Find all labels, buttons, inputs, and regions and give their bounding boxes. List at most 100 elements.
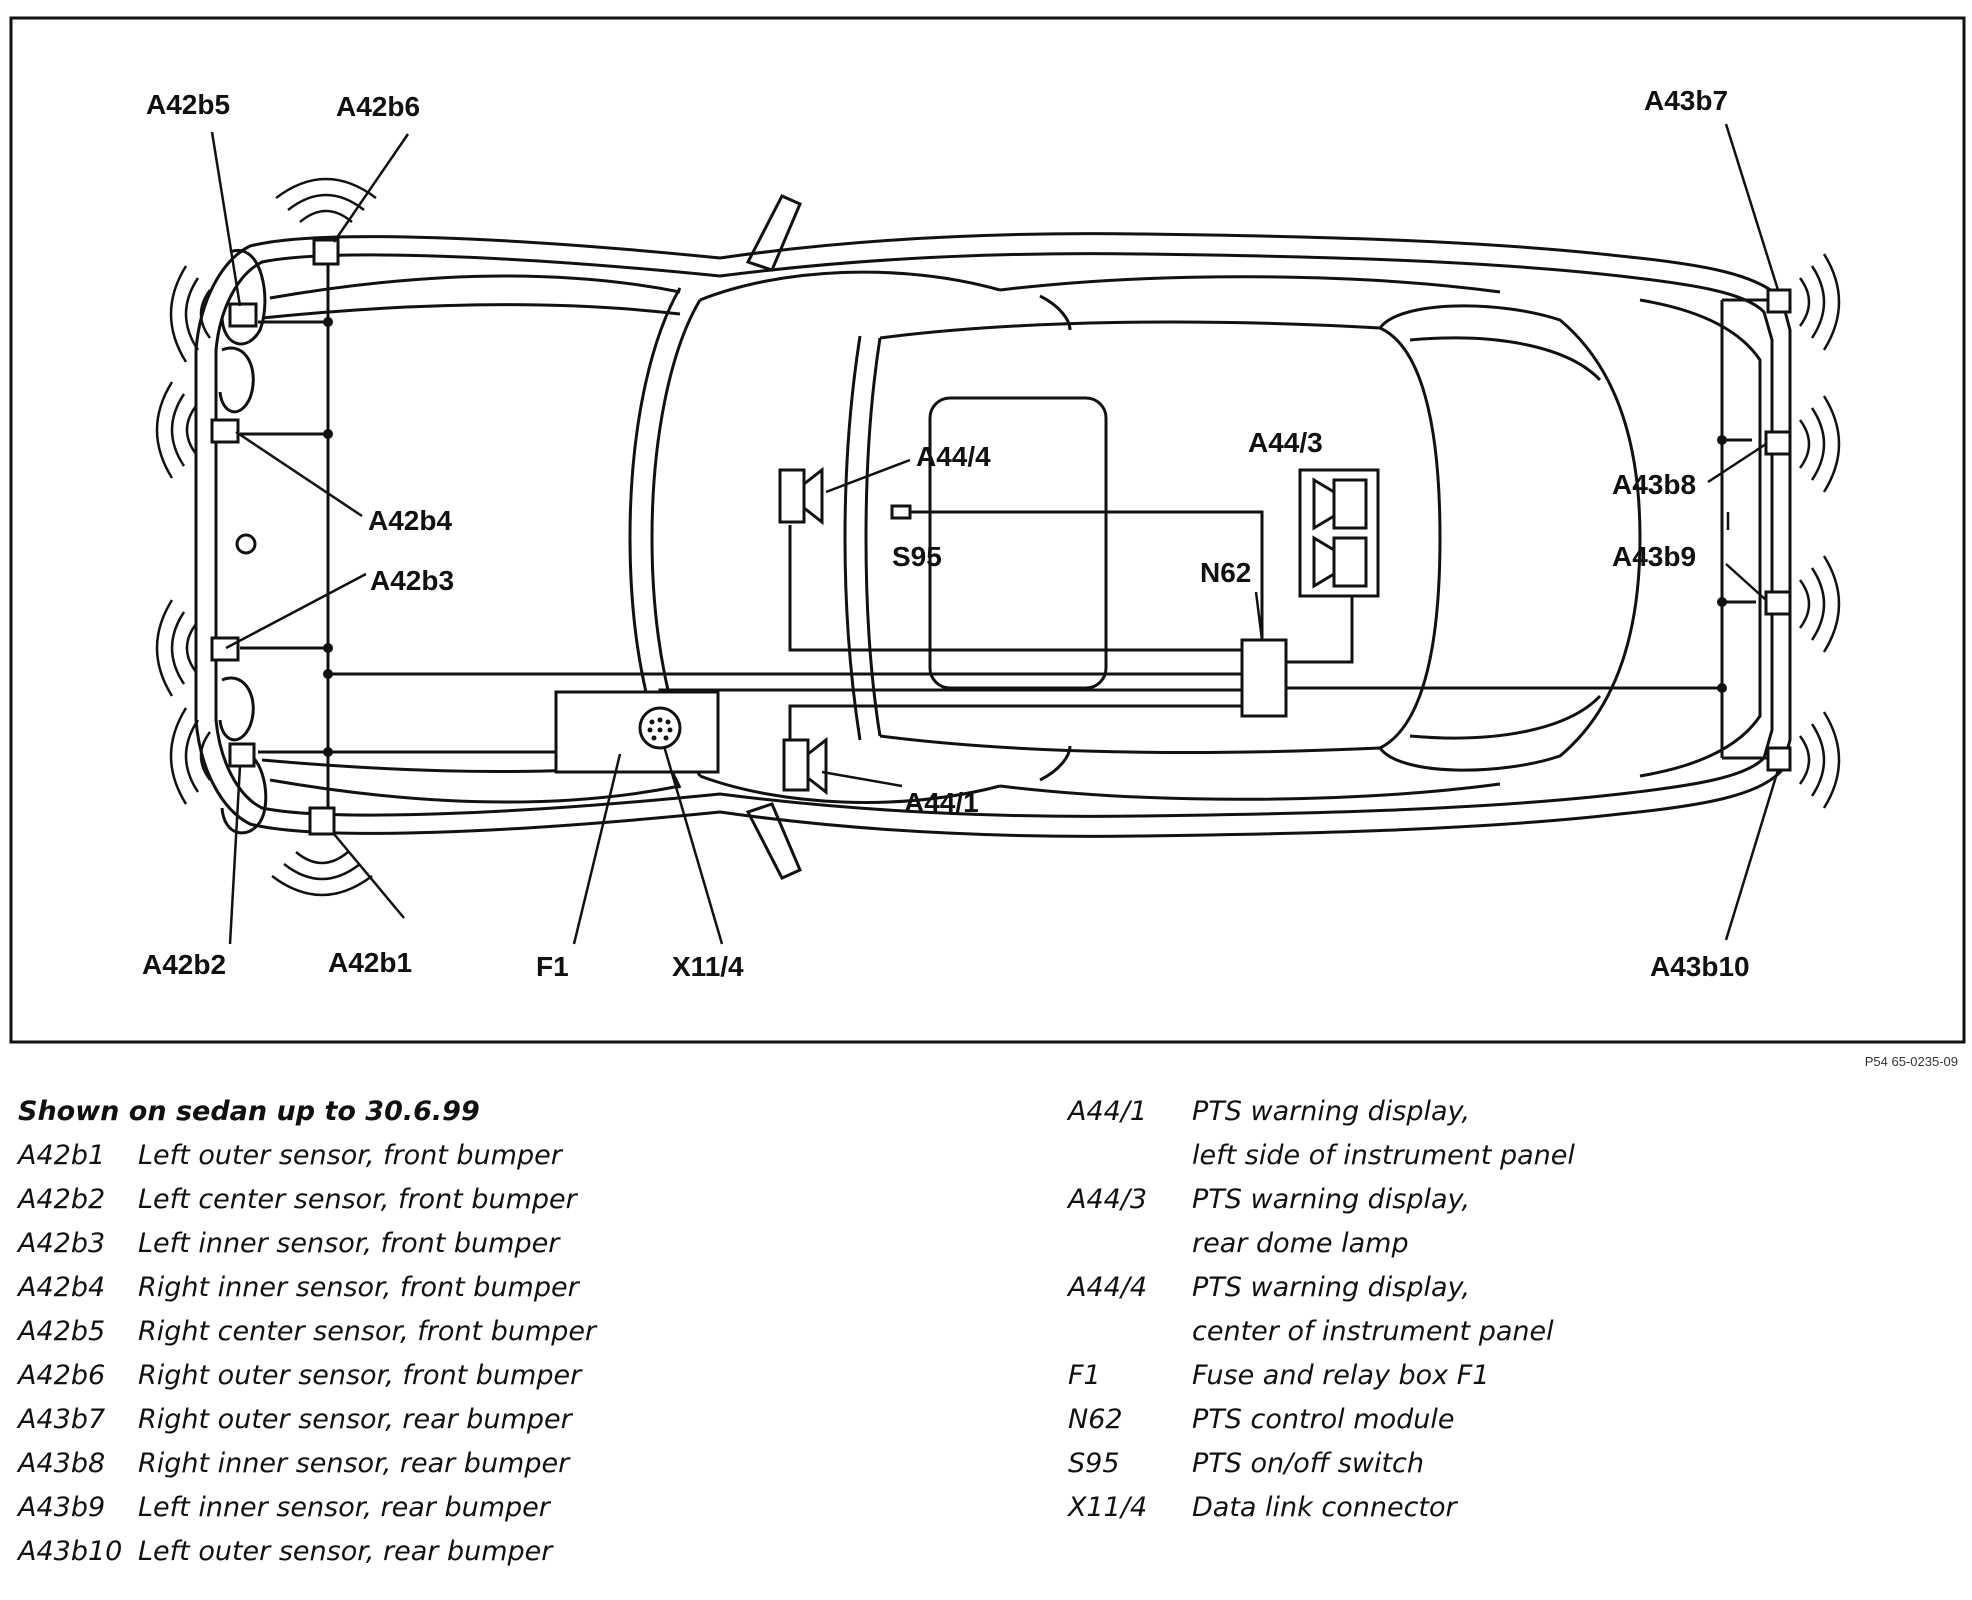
legend-code: A43b9 — [18, 1492, 106, 1523]
sensor-a43b10 — [1766, 746, 1792, 772]
warning-display-a44-4 — [778, 468, 806, 524]
warning-display-a44-1 — [782, 738, 810, 792]
sensor-a43b9 — [1764, 590, 1792, 616]
legend-code: A43b10 — [18, 1536, 123, 1567]
legend-text: center of instrument panel — [1192, 1316, 1554, 1347]
ultrasonic-sensors — [210, 238, 1792, 836]
fuse-relay-box-f1 — [554, 690, 720, 774]
legend-code: A44/3 — [1068, 1184, 1148, 1215]
legend-code: A43b7 — [18, 1404, 106, 1435]
legend-text: rear dome lamp — [1192, 1228, 1409, 1259]
label-a42b3: A42b3 — [370, 565, 454, 596]
legend-text: PTS warning display, — [1192, 1272, 1471, 1303]
legend-row: A43b7 Right outer sensor, rear bumper — [18, 1398, 596, 1442]
side-mirrors — [745, 194, 802, 880]
leader-lines — [210, 123, 1780, 945]
legend-text: Right outer sensor, front bumper — [138, 1360, 582, 1391]
wire-junctions — [323, 317, 1727, 757]
label-a43b7: A43b7 — [1644, 85, 1728, 116]
legend-code: A42b5 — [18, 1316, 106, 1347]
label-a42b5: A42b5 — [146, 89, 230, 120]
wiring-harness — [240, 262, 1768, 808]
legend-code: F1 — [1068, 1360, 1101, 1391]
figure-reference-code: P54 65-0235-09 — [1864, 1054, 1958, 1069]
legend-row: center of instrument panel — [1068, 1310, 1575, 1354]
sensor-a43b8 — [1764, 430, 1792, 456]
legend-row: F1 Fuse and relay box F1 — [1068, 1354, 1575, 1398]
sensor-sound-waves — [155, 177, 1841, 897]
label-a42b2: A42b2 — [142, 949, 226, 980]
display-speaker-icons — [803, 466, 1368, 796]
legend-row: A43b9 Left inner sensor, rear bumper — [18, 1486, 596, 1530]
control-module-n62 — [1240, 638, 1288, 718]
legend-text: Left inner sensor, front bumper — [138, 1228, 560, 1259]
legend-code: A44/4 — [1068, 1272, 1148, 1303]
legend-text: Left outer sensor, front bumper — [138, 1140, 562, 1171]
legend-text: Right inner sensor, rear bumper — [138, 1448, 570, 1479]
legend-row: rear dome lamp — [1068, 1222, 1575, 1266]
legend-text: Data link connector — [1192, 1492, 1457, 1523]
label-n62: N62 — [1200, 557, 1251, 588]
legend-text: PTS warning display, — [1192, 1096, 1471, 1127]
legend-text: Right inner sensor, front bumper — [138, 1272, 579, 1303]
diagram-frame — [9, 16, 1966, 1044]
legend-text: Fuse and relay box F1 — [1192, 1360, 1490, 1391]
label-f1: F1 — [536, 951, 569, 982]
label-a42b4: A42b4 — [368, 505, 452, 536]
label-a44-3: A44/3 — [1248, 427, 1323, 458]
sensor-a42b1 — [308, 806, 336, 836]
legend-row: A42b4 Right inner sensor, front bumper — [18, 1266, 596, 1310]
sensor-a42b4 — [210, 418, 240, 444]
label-a43b9: A43b9 — [1612, 541, 1696, 572]
legend-row: left side of instrument panel — [1068, 1134, 1575, 1178]
sensor-a42b2 — [228, 742, 256, 768]
connector-detail — [647, 717, 673, 741]
label-s95: S95 — [892, 541, 942, 572]
legend-text: PTS warning display, — [1192, 1184, 1471, 1215]
legend-row: S95 PTS on/off switch — [1068, 1442, 1575, 1486]
legend-text: left side of instrument panel — [1192, 1140, 1575, 1171]
legend-text: Right outer sensor, rear bumper — [138, 1404, 572, 1435]
label-x11-4: X11/4 — [672, 951, 744, 982]
legend-row: A42b5 Right center sensor, front bumper — [18, 1310, 596, 1354]
legend-text: Left outer sensor, rear bumper — [138, 1536, 553, 1567]
legend-row: A44/1 PTS warning display, — [1068, 1090, 1575, 1134]
legend-row: A42b3 Left inner sensor, front bumper — [18, 1222, 596, 1266]
legend-text: Left inner sensor, rear bumper — [138, 1492, 550, 1523]
legend-row: X11/4 Data link connector — [1068, 1486, 1575, 1530]
legend-row: A43b10 Left outer sensor, rear bumper — [18, 1530, 596, 1574]
label-a42b1: A42b1 — [328, 947, 412, 978]
legend-code: A42b2 — [18, 1184, 106, 1215]
legend-code: S95 — [1068, 1448, 1120, 1479]
legend-row: A43b8 Right inner sensor, rear bumper — [18, 1442, 596, 1486]
legend-code — [1068, 1134, 1192, 1178]
legend-code: A42b3 — [18, 1228, 106, 1259]
label-a42b6: A42b6 — [336, 91, 420, 122]
legend-code: A42b6 — [18, 1360, 106, 1391]
label-a44-4: A44/4 — [916, 441, 991, 472]
legend-code — [1068, 1222, 1192, 1266]
sensor-a42b5 — [228, 302, 258, 328]
parking-system-diagram: A42b5 A42b6 A43b7 A44/4 A44/3 A42b4 A42b… — [9, 16, 1966, 1044]
sensor-a42b6 — [312, 238, 340, 266]
legend-row: A44/4 PTS warning display, — [1068, 1266, 1575, 1310]
legend-code: N62 — [1068, 1404, 1123, 1435]
legend-row: A42b6 Right outer sensor, front bumper — [18, 1354, 596, 1398]
legend-text: Left center sensor, front bumper — [138, 1184, 577, 1215]
legend-row: A42b2 Left center sensor, front bumper — [18, 1178, 596, 1222]
component-blocks — [554, 468, 1380, 792]
label-a44-1: A44/1 — [904, 787, 979, 818]
legend-code: A44/1 — [1068, 1096, 1148, 1127]
legend-code: X11/4 — [1068, 1492, 1148, 1523]
legend-text: PTS on/off switch — [1192, 1448, 1425, 1479]
label-a43b10: A43b10 — [1650, 951, 1750, 982]
legend-code: A43b8 — [18, 1448, 106, 1479]
switch-s95 — [890, 504, 912, 520]
label-a43b8: A43b8 — [1612, 469, 1696, 500]
legend-text: Right center sensor, front bumper — [138, 1316, 597, 1347]
legend-text: PTS control module — [1192, 1404, 1455, 1435]
legend-code: A42b4 — [18, 1272, 106, 1303]
